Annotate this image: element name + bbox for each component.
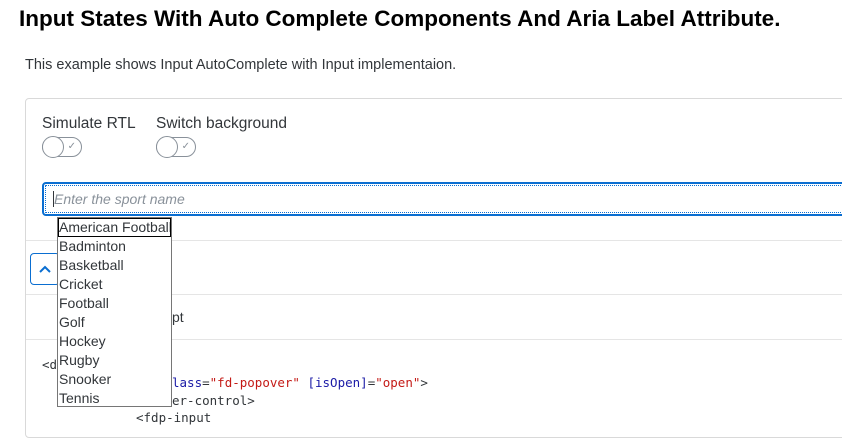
simulate-rtl-group: Simulate RTL ✓: [42, 115, 136, 158]
code-line: <d: [42, 357, 58, 372]
autocomplete-option[interactable]: American Football: [58, 218, 172, 237]
code-line: er-control>: [172, 393, 255, 408]
collapse-code-button[interactable]: [30, 253, 60, 285]
page-description: This example shows Input AutoComplete wi…: [25, 57, 457, 73]
toggle-knob: [156, 136, 178, 158]
switch-background-toggle[interactable]: ✓: [156, 136, 196, 158]
autocomplete-option[interactable]: Snooker: [59, 371, 112, 387]
section-divider: [26, 294, 842, 295]
autocomplete-dropdown: American Football Badminton Basketball C…: [57, 217, 172, 407]
autocomplete-option[interactable]: Football: [59, 295, 109, 311]
section-divider: [26, 339, 842, 340]
code-line: lass="fd-popover" [isOpen]="open">: [172, 375, 428, 390]
simulate-rtl-toggle[interactable]: ✓: [42, 136, 82, 158]
simulate-rtl-label: Simulate RTL: [42, 115, 136, 132]
autocomplete-option[interactable]: Hockey: [59, 333, 106, 349]
autocomplete-option[interactable]: Cricket: [59, 276, 103, 292]
code-equals: =: [202, 375, 210, 390]
autocomplete-option[interactable]: Tennis: [59, 390, 100, 406]
text-caret: [53, 191, 54, 207]
autocomplete-option[interactable]: Basketball: [59, 257, 124, 273]
switch-background-label: Switch background: [156, 115, 287, 132]
toggle-knob: [42, 136, 64, 158]
autocomplete-option[interactable]: Badminton: [59, 238, 126, 254]
switch-background-group: Switch background ✓: [156, 115, 287, 158]
code-equals: =: [367, 375, 376, 390]
code-line: <fdp-input: [136, 410, 212, 425]
check-icon: ✓: [181, 141, 190, 152]
code-attribute: lass: [172, 375, 203, 390]
code-tab-label[interactable]: pt: [172, 309, 184, 325]
code-value: "fd-popover": [209, 375, 300, 390]
chevron-up-icon: [39, 265, 51, 273]
code-value: "open": [375, 375, 421, 390]
autocomplete-option[interactable]: Rugby: [59, 352, 100, 368]
page-title: Input States With Auto Complete Componen…: [19, 6, 781, 31]
code-tag-end: >: [420, 375, 428, 390]
autocomplete-option[interactable]: Golf: [59, 314, 85, 330]
check-icon: ✓: [67, 141, 76, 152]
code-attribute: [isOpen]: [307, 375, 368, 390]
sport-name-input[interactable]: [42, 182, 842, 216]
section-divider: [26, 240, 842, 241]
